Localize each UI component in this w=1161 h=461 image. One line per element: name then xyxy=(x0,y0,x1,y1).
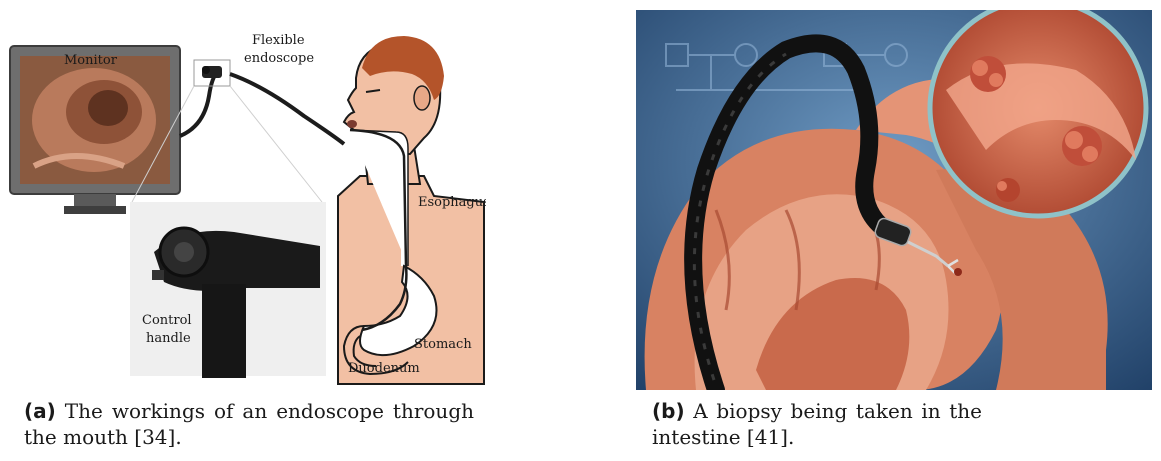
caption-a: (a) The workings of an endoscope through… xyxy=(24,398,474,450)
label-monitor: Monitor xyxy=(64,53,118,68)
caption-b-text: A biopsy being taken in the intestine [4… xyxy=(652,399,982,449)
endoscope-tube xyxy=(230,74,344,144)
endoscope-cable xyxy=(180,72,218,136)
label-flexible: Flexible xyxy=(252,33,305,48)
caption-b: (b) A biopsy being taken in the intestin… xyxy=(652,398,982,450)
figure-panel-b: (b) A biopsy being taken in the intestin… xyxy=(580,0,1161,461)
label-control: Control xyxy=(142,313,192,328)
label-endoscope: endoscope xyxy=(244,51,314,66)
person-illustration xyxy=(338,36,484,384)
endoscope-diagram: Monitor Flexible endoscope Control handl… xyxy=(4,26,486,386)
label-esophagus: Esophagus xyxy=(418,195,486,210)
biopsy-illustration xyxy=(636,10,1152,390)
caption-a-text: The workings of an endoscope through the… xyxy=(24,399,474,449)
figure-panel-a: Monitor Flexible endoscope Control handl… xyxy=(0,0,580,461)
label-stomach: Stomach xyxy=(414,337,472,352)
polyp-3 xyxy=(996,178,1020,202)
caption-b-label: (b) xyxy=(652,399,685,423)
polyp-1 xyxy=(970,56,1006,92)
label-duodenum: Duodenum xyxy=(348,361,420,376)
label-handle: handle xyxy=(146,331,191,346)
polyp-2 xyxy=(1062,126,1102,166)
monitor-illustration xyxy=(10,46,180,214)
caption-a-label: (a) xyxy=(24,399,56,423)
control-handle-photo xyxy=(130,202,326,378)
zoom-magnifier xyxy=(930,10,1146,216)
